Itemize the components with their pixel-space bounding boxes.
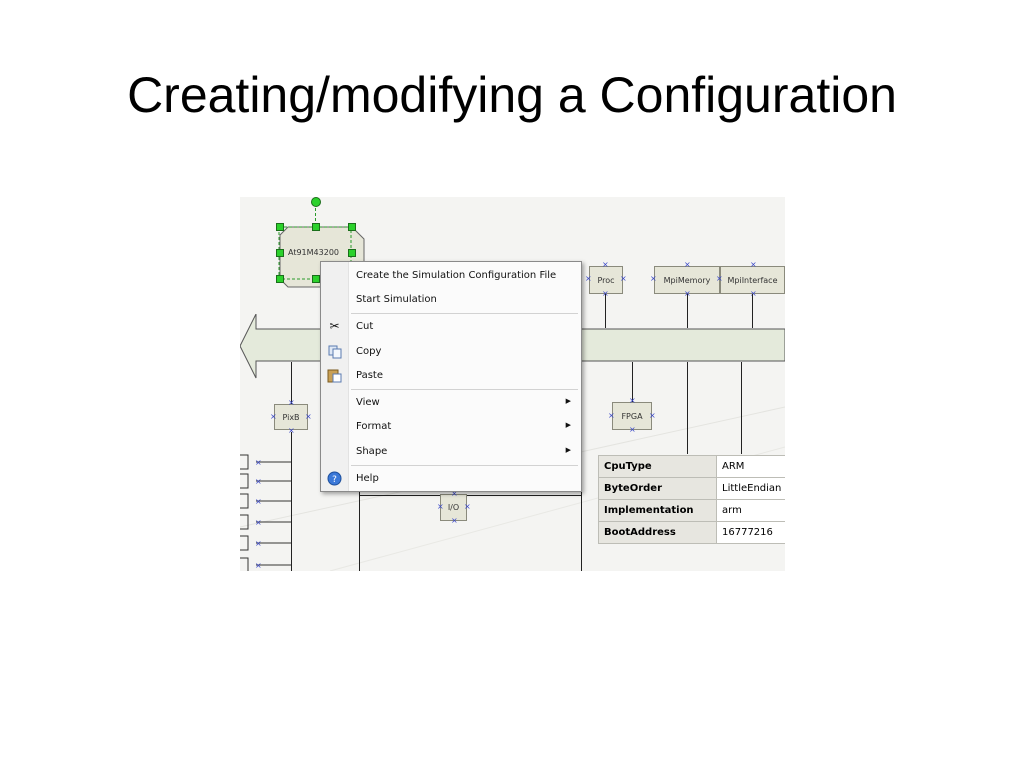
menu-item-cut[interactable]: ✂ Cut	[321, 316, 581, 338]
menu-item-view[interactable]: View ▶	[356, 397, 571, 408]
connector-point[interactable]: ×	[270, 412, 277, 421]
slide-title: Creating/modifying a Configuration	[127, 67, 897, 123]
properties-table: CpuType ARM ByteOrder LittleEndian Imple…	[598, 455, 785, 544]
connector-point[interactable]: ×	[437, 502, 444, 511]
table-row[interactable]: ByteOrder LittleEndian	[598, 477, 785, 500]
connector-point[interactable]: ×	[684, 260, 691, 269]
menu-item-shape[interactable]: Shape ▶	[356, 446, 571, 457]
resize-handle[interactable]	[276, 223, 284, 231]
property-key: BootAddress	[598, 521, 717, 544]
link-line	[687, 294, 688, 328]
link-line	[291, 362, 292, 406]
connector-point[interactable]: ×	[620, 274, 627, 283]
mpi-interface-node[interactable]: MpiInterface	[720, 266, 785, 294]
menu-item-copy[interactable]: Copy	[321, 341, 581, 363]
proc-node[interactable]: Proc	[589, 266, 623, 294]
connector-point[interactable]: ×	[305, 412, 312, 421]
scissors-icon: ✂	[329, 319, 340, 333]
link-line	[605, 294, 606, 328]
resize-handle[interactable]	[348, 249, 356, 257]
resize-handle[interactable]	[276, 275, 284, 283]
menu-item-format[interactable]: Format ▶	[356, 421, 571, 432]
property-key: ByteOrder	[598, 477, 717, 500]
link-line	[581, 492, 582, 571]
table-row[interactable]: BootAddress 16777216	[598, 521, 785, 544]
resize-handle[interactable]	[312, 223, 320, 231]
svg-text:×: ×	[255, 561, 262, 570]
submenu-arrow-icon: ▶	[565, 397, 571, 405]
menu-item-start-simulation[interactable]: Start Simulation	[356, 294, 437, 305]
link-line	[359, 495, 581, 496]
connector-point[interactable]: ×	[649, 411, 656, 420]
connector-point[interactable]: ×	[629, 425, 636, 434]
resize-handle[interactable]	[276, 249, 284, 257]
link-line	[741, 362, 742, 454]
svg-text:×: ×	[255, 518, 262, 527]
svg-text:×: ×	[255, 458, 262, 467]
connector-point[interactable]: ×	[602, 260, 609, 269]
paste-icon	[327, 368, 342, 383]
table-row[interactable]: Implementation arm	[598, 499, 785, 522]
help-icon: ?	[327, 471, 342, 486]
context-menu: Create the Simulation Configuration File…	[320, 261, 582, 492]
pixb-node[interactable]: PixB	[274, 404, 308, 430]
connector-point[interactable]: ×	[629, 396, 636, 405]
submenu-arrow-icon: ▶	[565, 421, 571, 429]
menu-separator	[351, 313, 578, 314]
connector-point[interactable]: ×	[288, 426, 295, 435]
link-line	[359, 492, 360, 571]
cpu-label: At91M43200	[288, 248, 339, 257]
property-value[interactable]: LittleEndian	[716, 477, 785, 500]
connector-point[interactable]: ×	[288, 398, 295, 407]
diagram-editor-screenshot: At91M43200 Proc MpiMemory MpiInterface ×…	[240, 197, 785, 571]
connector-point[interactable]: ×	[451, 516, 458, 525]
resize-handle[interactable]	[312, 275, 320, 283]
copy-icon	[327, 344, 342, 359]
connector-point[interactable]: ×	[684, 290, 691, 298]
submenu-arrow-icon: ▶	[565, 446, 571, 454]
connector-point[interactable]: ×	[602, 290, 609, 298]
connector-point[interactable]: ×	[750, 289, 757, 298]
property-key: CpuType	[598, 455, 717, 478]
resize-handle[interactable]	[348, 223, 356, 231]
table-row[interactable]: CpuType ARM	[598, 455, 785, 478]
property-value[interactable]: arm	[716, 499, 785, 522]
link-line	[687, 362, 688, 454]
fpga-node[interactable]: FPGA	[612, 402, 652, 430]
property-value[interactable]: 16777216	[716, 521, 785, 544]
link-line	[291, 432, 292, 571]
connector-point[interactable]: ×	[716, 274, 723, 283]
pin-stubs: × × × × × ×	[240, 454, 291, 571]
rotation-stem	[315, 203, 317, 226]
mpi-memory-node[interactable]: MpiMemory	[654, 266, 720, 294]
connector-point[interactable]: ×	[750, 260, 757, 269]
svg-text:?: ?	[332, 475, 337, 485]
svg-text:×: ×	[255, 539, 262, 548]
menu-item-paste[interactable]: Paste	[321, 365, 581, 387]
connector-point[interactable]: ×	[608, 411, 615, 420]
connector-point[interactable]: ×	[451, 489, 458, 498]
rotation-handle[interactable]	[311, 197, 321, 207]
link-line	[632, 362, 633, 402]
menu-separator	[351, 465, 578, 466]
connector-point[interactable]: ×	[585, 274, 592, 283]
menu-item-help[interactable]: ? Help	[321, 468, 581, 490]
io-node[interactable]: I/O	[440, 494, 467, 521]
property-value[interactable]: ARM	[716, 455, 785, 478]
menu-separator	[351, 389, 578, 390]
connector-point[interactable]: ×	[650, 274, 657, 283]
property-key: Implementation	[598, 499, 717, 522]
svg-text:×: ×	[255, 477, 262, 486]
connector-point[interactable]: ×	[464, 502, 471, 511]
link-line	[752, 294, 753, 328]
menu-item-create-config[interactable]: Create the Simulation Configuration File	[356, 270, 557, 281]
svg-text:×: ×	[255, 497, 262, 506]
